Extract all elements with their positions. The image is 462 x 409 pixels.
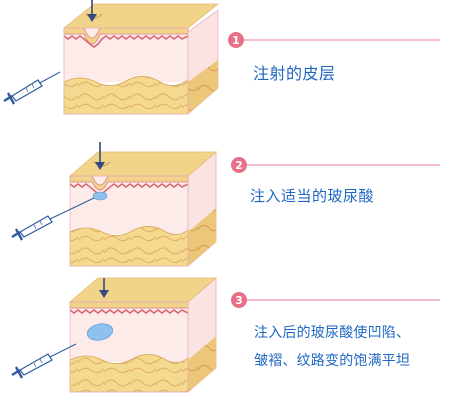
block-1-dermis-edge (63, 35, 189, 48)
block-2-side-fat (188, 208, 216, 266)
step-2-number: 2 (235, 159, 243, 172)
syringe-icon (11, 343, 77, 379)
step-3-caption-line-2: 皱褶、纹路变的饱满平坦 (254, 353, 411, 369)
block-1-fat-layer (63, 76, 189, 115)
syringe-icon (11, 197, 95, 241)
block-3-dermis-edge (69, 309, 189, 314)
down-arrow-icon (87, 0, 97, 22)
step-1-caption: 注射的皮层 (253, 64, 336, 83)
block-3-side-fat (188, 336, 216, 392)
block-2-fat-layer (69, 226, 189, 267)
skin-block-2 (11, 142, 218, 267)
block-2-outline (69, 175, 189, 267)
block-3-filler-deposit (86, 323, 114, 341)
down-arrow-icon (99, 278, 109, 298)
step-3-number: 3 (235, 294, 243, 307)
block-1-epidermis-top (62, 3, 220, 29)
number-circle-icon: 2 (231, 157, 247, 173)
block-1-side-fat (188, 60, 218, 114)
step-1-number: 1 (232, 34, 240, 47)
block-2-dermis-edge (69, 183, 189, 196)
step-3-caption-line-1: 注入后的玻尿酸使凹陷、 (254, 325, 411, 341)
syringe-icon (3, 71, 61, 105)
block-1-dermis (64, 28, 188, 82)
step-2-caption: 注入适当的玻尿酸 (250, 187, 375, 205)
number-circle-icon: 1 (228, 32, 244, 48)
down-arrow-icon (95, 142, 105, 170)
block-2-filler-deposit (92, 191, 108, 201)
block-3-epidermis-front (69, 301, 189, 309)
block-3-fat-layer (69, 354, 189, 393)
number-circle-icon: 3 (231, 292, 247, 308)
skin-block-1 (3, 0, 220, 115)
block-1-outline (63, 27, 189, 115)
skin-block-3 (11, 277, 218, 393)
